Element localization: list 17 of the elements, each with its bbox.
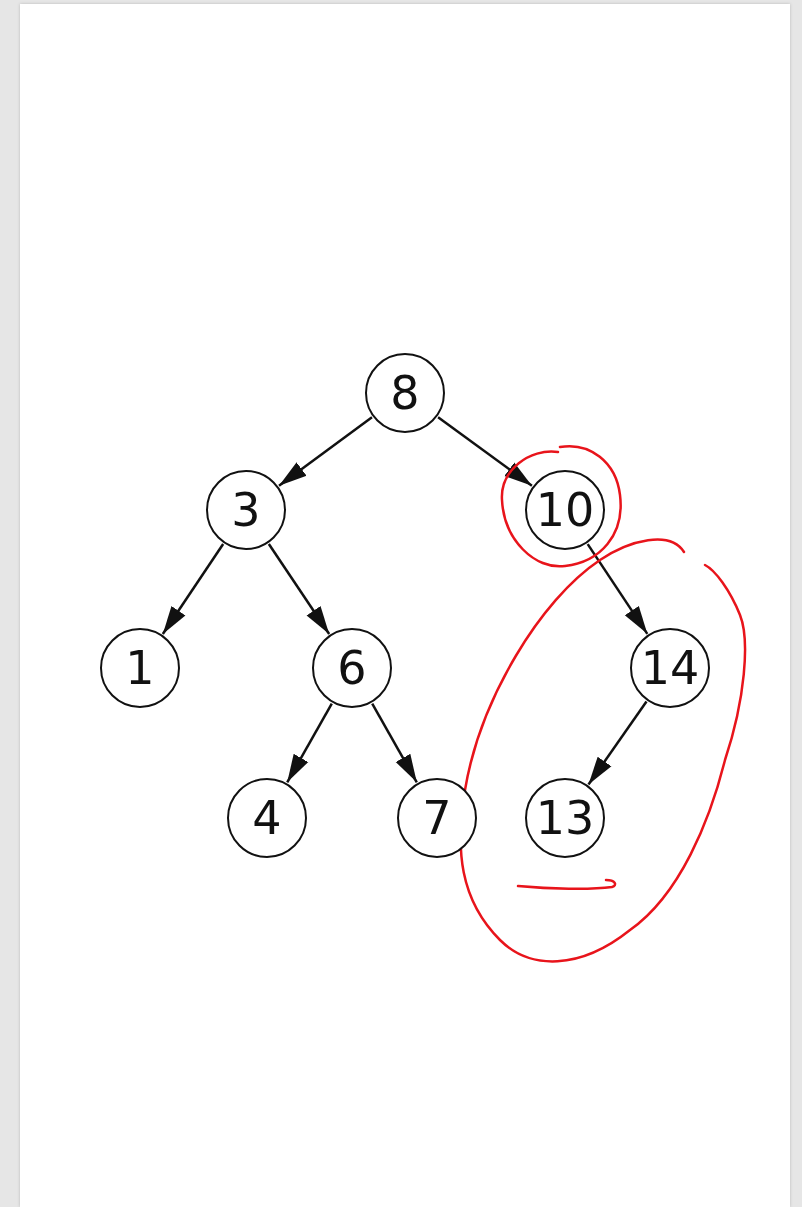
arrow	[286, 703, 333, 783]
arrow	[587, 700, 648, 786]
node-value: 6	[337, 645, 367, 691]
node-value: 3	[231, 487, 261, 533]
node-value: 1	[125, 645, 155, 691]
arrow	[267, 543, 331, 635]
node-value: 10	[535, 487, 595, 533]
node-value: 13	[535, 795, 595, 841]
node-value: 8	[390, 370, 420, 416]
node-value: 14	[640, 645, 700, 691]
arrow	[371, 703, 418, 783]
arrow	[161, 543, 225, 635]
node-value: 7	[422, 795, 452, 841]
arrow	[437, 416, 533, 487]
node-value: 4	[252, 795, 282, 841]
arrow	[586, 543, 649, 635]
arrow	[278, 416, 373, 487]
